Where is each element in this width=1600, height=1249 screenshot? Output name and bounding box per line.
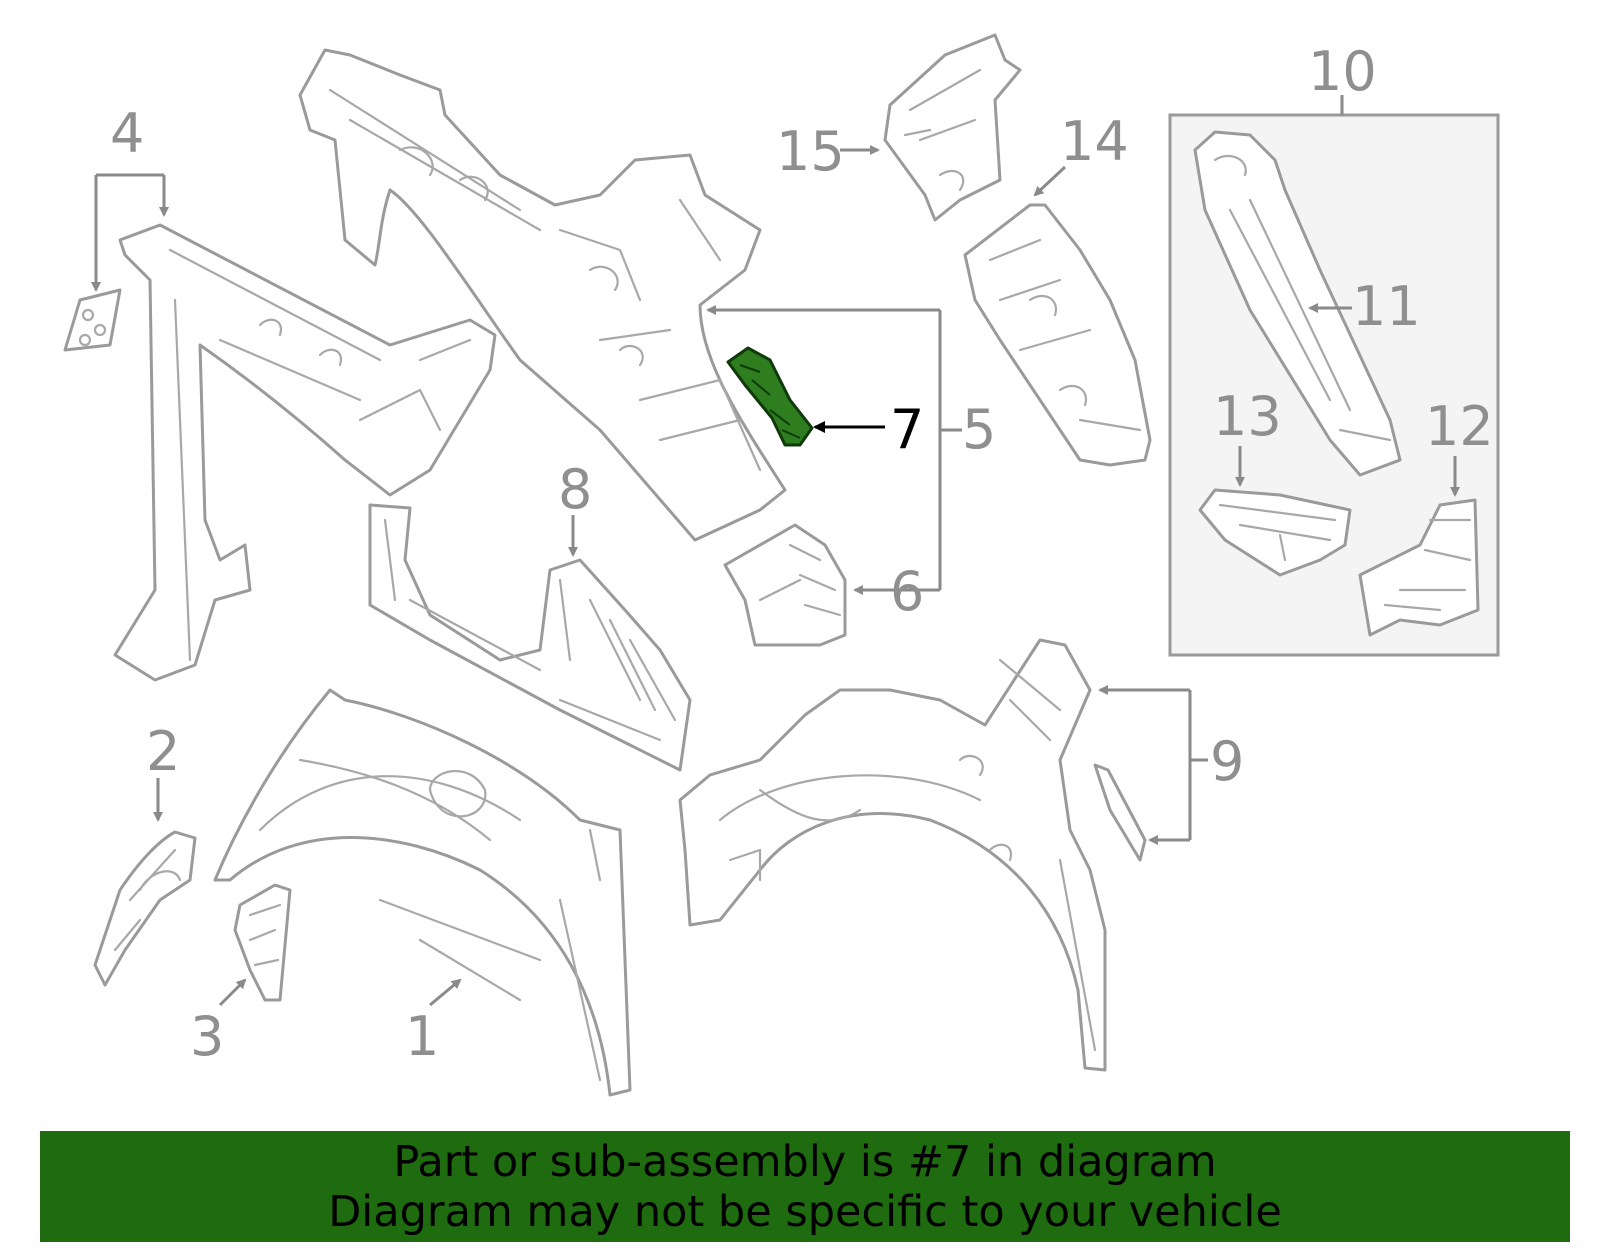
part-10-group-box [1168,113,1500,657]
callout-13: 13 [1213,385,1282,448]
part-3-brace [233,883,292,1002]
part-7-highlighted [726,346,814,447]
callout-11: 11 [1352,275,1421,338]
callout-7-active: 7 [890,398,924,461]
part-8-inner-panel [368,503,692,772]
callout-8: 8 [558,458,592,521]
part-1-wheelhouse [213,688,632,1097]
part-14-inner-pillar [963,203,1152,467]
part-4-pillar [63,223,497,682]
callout-15: 15 [776,120,845,183]
part-2-bracket [93,830,197,987]
callout-6: 6 [890,560,924,623]
callout-1: 1 [405,1005,439,1068]
banner-disclaimer-line: Diagram may not be specific to your vehi… [328,1186,1282,1237]
leader-lines [91,95,1460,1007]
info-banner: Part or sub-assembly is #7 in diagram Di… [40,1131,1570,1242]
callout-9: 9 [1210,730,1244,793]
part-5-quarter-inner [298,48,787,542]
part-15-bracket [883,33,1022,222]
callout-10: 10 [1308,40,1377,103]
callout-4: 4 [110,102,144,165]
callout-14: 14 [1060,110,1129,173]
banner-part-line: Part or sub-assembly is #7 in diagram [393,1136,1217,1187]
part-9-wheelhouse-outer [678,638,1147,1072]
callout-2: 2 [146,720,180,783]
callout-labels: 1 2 3 4 5 6 7 8 9 10 11 12 13 14 15 [110,40,1494,1068]
callout-3: 3 [190,1005,224,1068]
callout-12: 12 [1425,395,1494,458]
part-6-bracket [723,523,847,647]
callout-5: 5 [962,398,996,461]
